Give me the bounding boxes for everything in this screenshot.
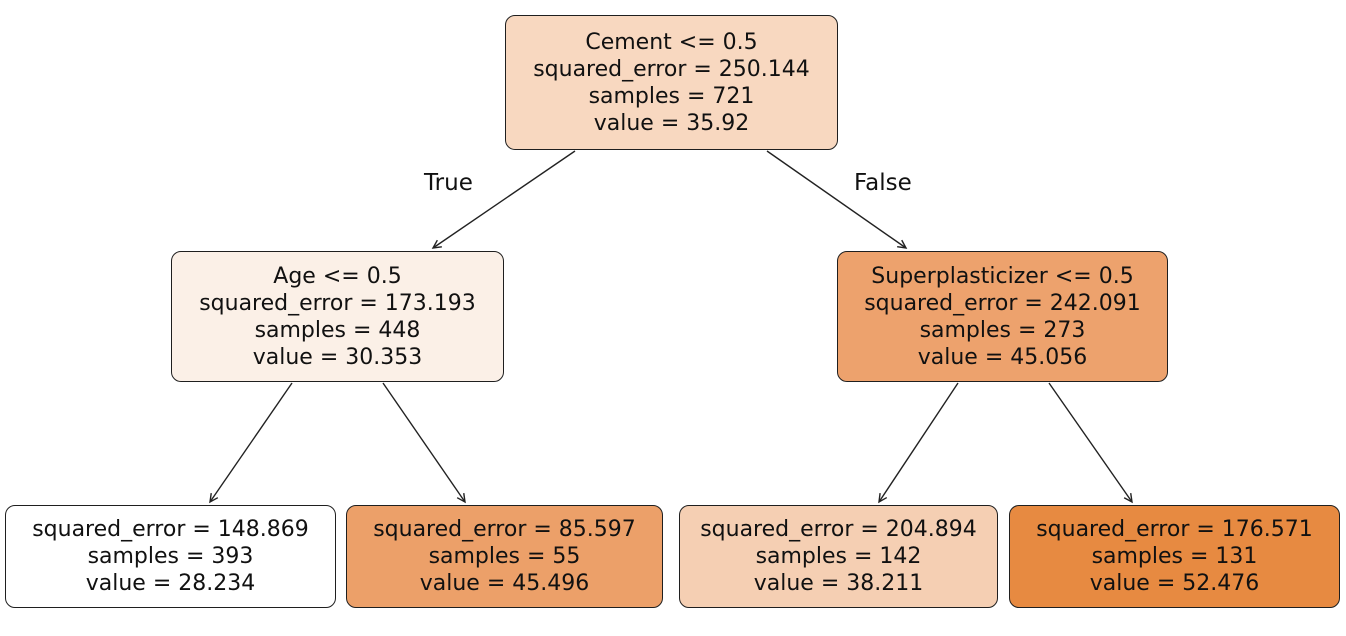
node-squared-error: squared_error = 85.597 <box>373 517 636 542</box>
node-squared-error: squared_error = 250.144 <box>533 56 810 82</box>
node-value: value = 45.056 <box>917 344 1088 370</box>
node-squared-error: squared_error = 176.571 <box>1036 517 1313 542</box>
node-squared-error: squared_error = 173.193 <box>199 290 476 316</box>
edge-left-to-left-left <box>209 382 293 504</box>
edge-root-to-left <box>431 150 576 249</box>
edge-root-to-right <box>766 150 908 249</box>
node-condition: Age <= 0.5 <box>273 263 402 289</box>
node-samples: samples = 273 <box>919 317 1086 343</box>
tree-node-left: Age <= 0.5 squared_error = 173.193 sampl… <box>171 251 504 382</box>
tree-leaf-right-left: squared_error = 204.894 samples = 142 va… <box>679 505 998 608</box>
node-samples: samples = 721 <box>588 83 755 109</box>
branch-label-false: False <box>854 170 912 196</box>
node-samples: samples = 142 <box>755 544 922 569</box>
tree-leaf-right-right: squared_error = 176.571 samples = 131 va… <box>1009 505 1340 608</box>
edge-left-to-left-right <box>382 382 466 504</box>
edge-right-to-right-left <box>878 382 959 504</box>
node-samples: samples = 448 <box>254 317 421 343</box>
node-value: value = 45.496 <box>419 571 590 596</box>
node-samples: samples = 55 <box>428 544 581 569</box>
node-squared-error: squared_error = 148.869 <box>32 517 309 542</box>
tree-node-root: Cement <= 0.5 squared_error = 250.144 sa… <box>505 15 838 150</box>
node-condition: Cement <= 0.5 <box>585 29 758 55</box>
tree-node-right: Superplasticizer <= 0.5 squared_error = … <box>837 251 1168 382</box>
node-value: value = 30.353 <box>252 344 423 370</box>
node-value: value = 52.476 <box>1089 571 1260 596</box>
node-squared-error: squared_error = 242.091 <box>864 290 1141 316</box>
node-condition: Superplasticizer <= 0.5 <box>871 263 1134 289</box>
node-value: value = 35.92 <box>593 110 750 136</box>
branch-label-true: True <box>424 170 473 196</box>
tree-leaf-left-right: squared_error = 85.597 samples = 55 valu… <box>346 505 663 608</box>
node-squared-error: squared_error = 204.894 <box>700 517 977 542</box>
node-samples: samples = 393 <box>87 544 254 569</box>
edge-right-to-right-right <box>1048 382 1133 504</box>
node-samples: samples = 131 <box>1091 544 1258 569</box>
node-value: value = 38.211 <box>753 571 924 596</box>
node-value: value = 28.234 <box>85 571 256 596</box>
tree-leaf-left-left: squared_error = 148.869 samples = 393 va… <box>5 505 336 608</box>
